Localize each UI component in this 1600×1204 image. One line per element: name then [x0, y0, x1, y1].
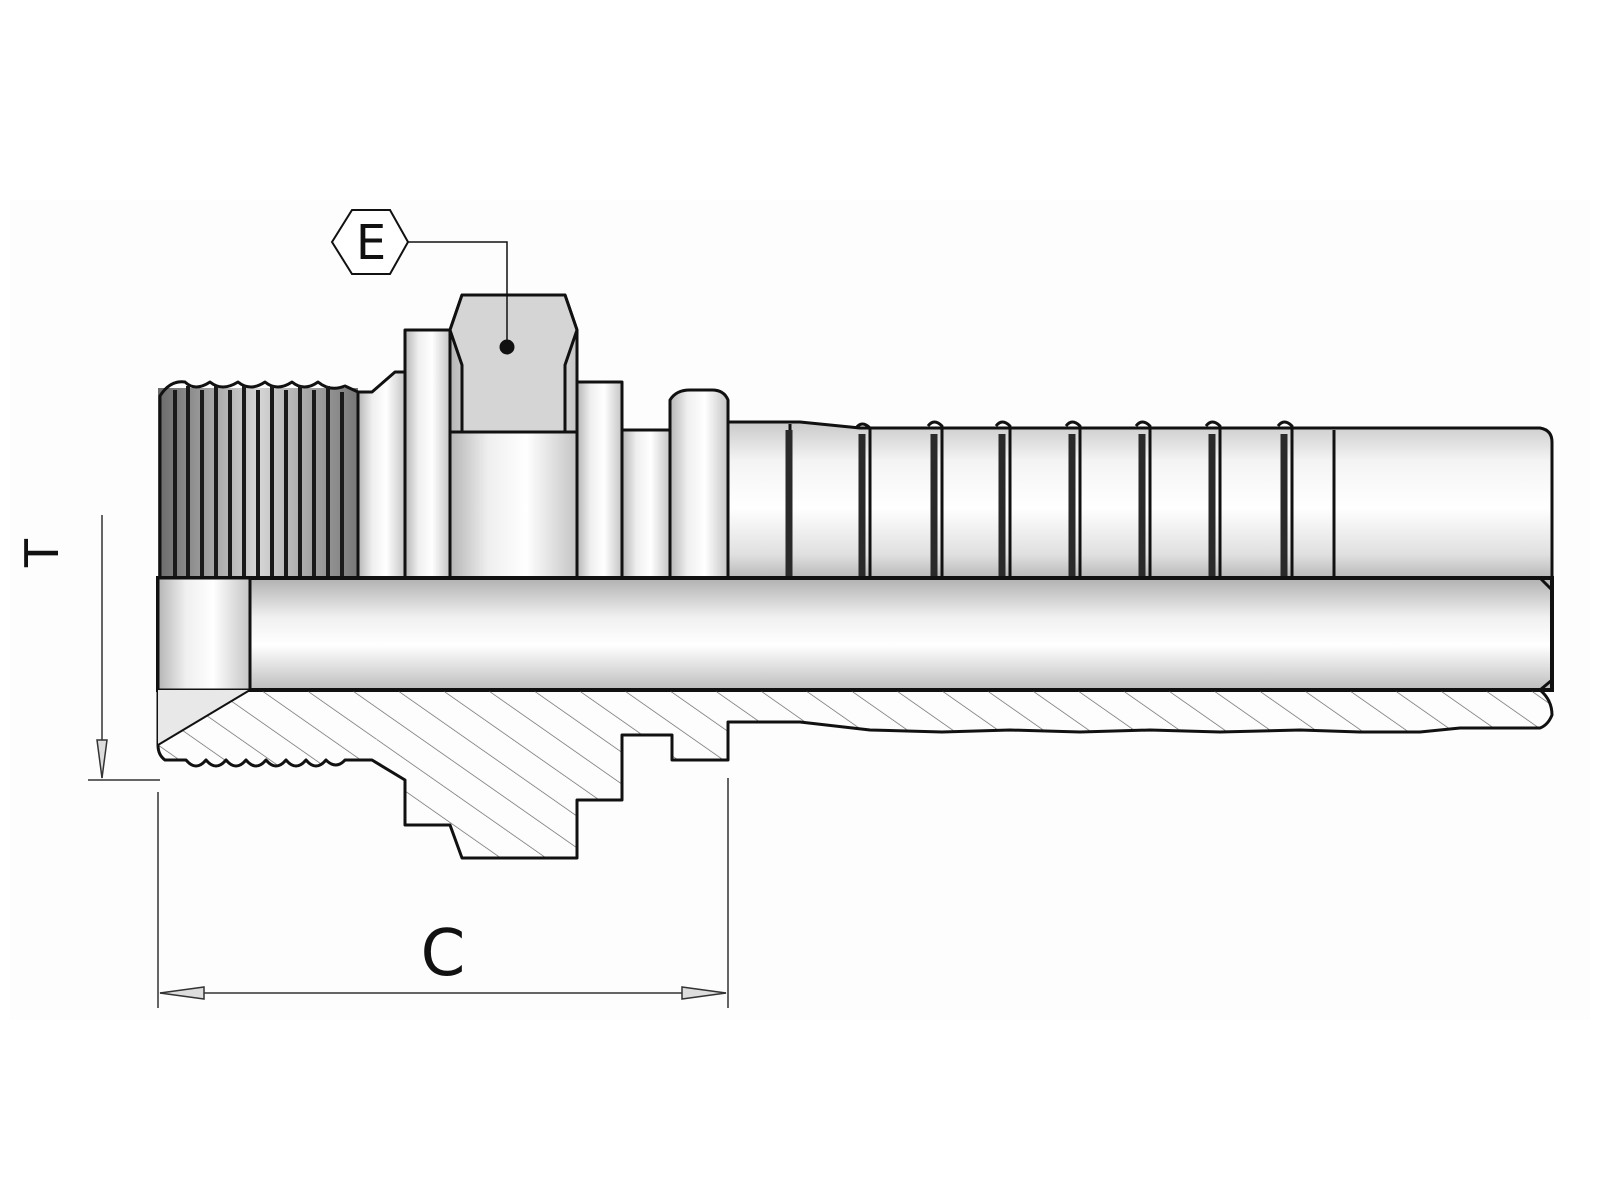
bore	[156, 576, 1554, 692]
hex-nut	[448, 293, 579, 580]
dim-c-arrow-left	[159, 986, 205, 1000]
callout-leader-line	[408, 241, 508, 347]
male-thread	[158, 380, 360, 580]
dimension-c: C	[157, 778, 729, 1008]
dim-c-arrow-right	[681, 986, 727, 1000]
thread-relief	[356, 370, 407, 580]
collar-left	[403, 328, 452, 580]
neck	[620, 428, 672, 580]
fitting-exterior-view	[158, 293, 1554, 580]
dim-c-label: C	[421, 917, 466, 991]
hex-callout-symbol	[330, 209, 410, 275]
dim-t-label: T	[15, 538, 69, 568]
dimension-t: T	[15, 515, 160, 781]
hex-callout: E	[330, 209, 508, 347]
locating-ring	[668, 388, 730, 580]
collar-right	[575, 380, 624, 580]
hatched-section	[156, 688, 1554, 860]
hose-shank	[726, 420, 1554, 580]
dim-t-arrow	[96, 739, 108, 779]
hex-callout-label: E	[356, 215, 386, 271]
fitting-section-view	[156, 688, 1554, 860]
